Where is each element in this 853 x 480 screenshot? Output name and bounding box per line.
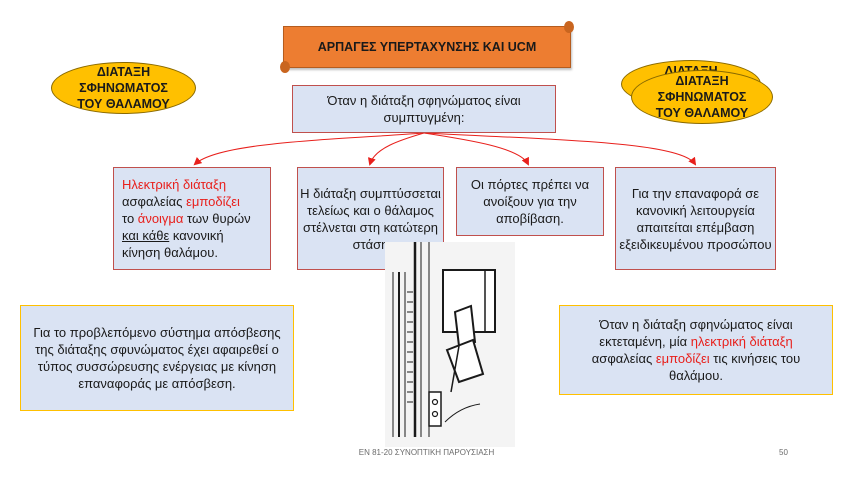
box-1-text: των θυρών — [183, 211, 251, 226]
ellipse-left-line-1: ΔΙΑΤΑΞΗ — [96, 65, 151, 79]
arrow-to-box-4 — [423, 132, 697, 166]
footer-text: ΕΝ 81-20 ΣΥΝΟΠΤΙΚΗ ΠΑΡΟΥΣΙΑΣΗ — [358, 448, 495, 457]
ellipse-right-line-2: ΣΦΗΝΩΜΑΤΟΣ — [657, 90, 747, 104]
note-right-red-prevents: εμποδίζει — [655, 351, 710, 366]
consequence-box-3: Οι πόρτες πρέπει να ανοίξουν για την απο… — [456, 167, 604, 236]
note-right-red-device: ηλεκτρική διάταξη — [690, 334, 793, 349]
ellipse-left-line-3: ΤΟΥ ΘΑΛΑΜΟΥ — [77, 97, 170, 111]
arrow-to-box-3 — [423, 132, 529, 166]
ellipse-right-line-3: ΤΟΥ ΘΑΛΑΜΟΥ — [655, 106, 749, 120]
box-1-underlined: και κάθε — [122, 228, 170, 243]
ellipse-right-line-1: ΔΙΑΤΑΞΗ — [675, 74, 729, 88]
scroll-curl-left — [280, 61, 290, 73]
note-left-text: Για το προβλεπόμενο σύστημα απόσβεσης τη… — [33, 325, 281, 391]
page-number: 50 — [779, 448, 788, 457]
ellipse-left-line-2: ΣΦΗΝΩΜΑΤΟΣ — [79, 81, 168, 95]
wedge-device-drawing — [385, 242, 515, 447]
box-1-red-text: Ηλεκτρική διάταξη — [122, 177, 227, 192]
condition-text: Όταν η διάταξη σφηνώματος είναι συμπτυγμ… — [327, 93, 521, 125]
box-1-text: κανονική — [169, 228, 224, 243]
device-label-left: ΔΙΑΤΑΞΗ ΣΦΗΝΩΜΑΤΟΣ ΤΟΥ ΘΑΛΑΜΟΥ — [51, 62, 196, 114]
note-right-text: ασφαλείας — [591, 351, 656, 366]
note-right-text: Όταν η διάταξη σφηνώματος είναι εκτεταμέ… — [599, 317, 793, 349]
box-1-text: το — [122, 211, 138, 226]
device-label-right: ΔΙΑΤΑΞΗ ΣΦΗΝΩΜΑΤΟΣ ΤΟΥ ΘΑΛΑΜΟΥ — [631, 70, 773, 124]
note-right-text: τις κινήσεις του θαλάμου. — [668, 351, 801, 383]
arrow-to-box-2 — [367, 132, 425, 166]
box-1-red-opening: άνοιγμα — [137, 211, 184, 226]
box-4-text: Για την επαναφορά σε κανονική λειτουργεί… — [619, 185, 772, 252]
box-3-text: Οι πόρτες πρέπει να ανοίξουν για την απο… — [470, 177, 590, 226]
box-1-text: ασφαλείας — [122, 194, 187, 209]
arrow-to-box-1 — [193, 132, 425, 166]
condition-box: Όταν η διάταξη σφηνώματος είναι συμπτυγμ… — [292, 85, 556, 133]
consequence-box-1: Ηλεκτρική διάταξη ασφαλείας εμποδίζει το… — [113, 167, 271, 270]
box-2-text: Η διάταξη συμπτύσσεται τελείως και ο θάλ… — [300, 185, 441, 252]
note-left: Για το προβλεπόμενο σύστημα απόσβεσης τη… — [20, 305, 294, 411]
box-1-red-prevents: εμποδίζει — [186, 194, 240, 209]
scroll-curl-right — [564, 21, 574, 33]
box-1-text: κίνηση θαλάμου. — [122, 245, 218, 260]
page-title: ΑΡΠΑΓΕΣ ΥΠΕΡΤΑΧΥΝΣΗΣ ΚΑΙ UCM — [317, 40, 537, 54]
consequence-box-4: Για την επαναφορά σε κανονική λειτουργεί… — [615, 167, 776, 270]
note-right: Όταν η διάταξη σφηνώματος είναι εκτεταμέ… — [559, 305, 833, 395]
title-banner: ΑΡΠΑΓΕΣ ΥΠΕΡΤΑΧΥΝΣΗΣ ΚΑΙ UCM — [280, 21, 574, 73]
